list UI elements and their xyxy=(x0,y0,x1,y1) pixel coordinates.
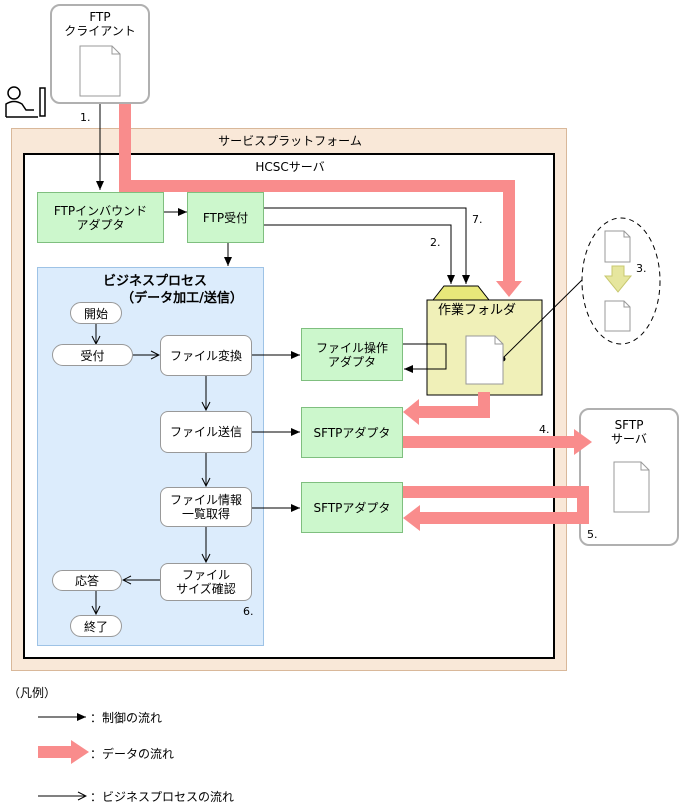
bp-response: 応答 xyxy=(52,570,122,591)
step-number-4: 4. xyxy=(539,423,550,436)
bp-subtitle: （データ加工/送信） xyxy=(121,291,243,306)
bp-file-convert: ファイル変換 xyxy=(160,335,252,376)
legend-title: （凡例） xyxy=(8,686,57,700)
bp-start: 開始 xyxy=(70,302,122,324)
step-number-7: 7. xyxy=(472,213,483,226)
bp-end: 終了 xyxy=(70,615,122,637)
step-number-1: 1. xyxy=(80,111,91,124)
step-number-5: 5. xyxy=(587,528,598,541)
ftp-receive-adapter: FTP受付 xyxy=(187,192,264,243)
file-operation-adapter: ファイル操作 アダプタ xyxy=(301,328,403,381)
step-number-6: 6. xyxy=(243,605,254,618)
bp-file-send: ファイル送信 xyxy=(160,411,252,453)
conversion-cycle xyxy=(581,217,661,345)
document-icons xyxy=(79,45,650,513)
work-folder-label: 作業フォルダ xyxy=(437,303,516,318)
sftp-adapter-2: SFTPアダプタ xyxy=(301,482,403,533)
platform-label: サービスプラットフォーム xyxy=(218,134,362,148)
legend-data-flow: ：データの流れ xyxy=(90,747,175,761)
user-icon xyxy=(5,86,46,118)
sftp-adapter-1: SFTPアダプタ xyxy=(301,407,403,458)
bp-title: ビジネスプロセス xyxy=(102,274,207,289)
legend-graphics xyxy=(38,713,89,796)
control-flow-arrows xyxy=(96,104,583,512)
step-number-3: 3. xyxy=(636,262,647,275)
ftp-inbound-adapter: FTPインバウンド アダプタ xyxy=(37,192,164,243)
data-flow-arrows xyxy=(119,104,592,531)
bp-receive: 受付 xyxy=(52,344,133,366)
bp-file-info-list: ファイル情報 一覧取得 xyxy=(160,487,252,527)
bp-file-size-check: ファイル サイズ確認 xyxy=(160,563,252,601)
sftp-server-label: SFTP サーバ xyxy=(611,418,647,446)
ftp-client-label: FTP クライアント xyxy=(64,10,136,38)
server-label: HCSCサーバ xyxy=(255,160,325,174)
bp-flow-arrows xyxy=(96,324,206,614)
legend-bp-flow: ：ビジネスプロセスの流れ xyxy=(90,790,235,804)
legend-control-flow: ：制御の流れ xyxy=(90,711,163,725)
step-number-2: 2. xyxy=(430,236,441,249)
